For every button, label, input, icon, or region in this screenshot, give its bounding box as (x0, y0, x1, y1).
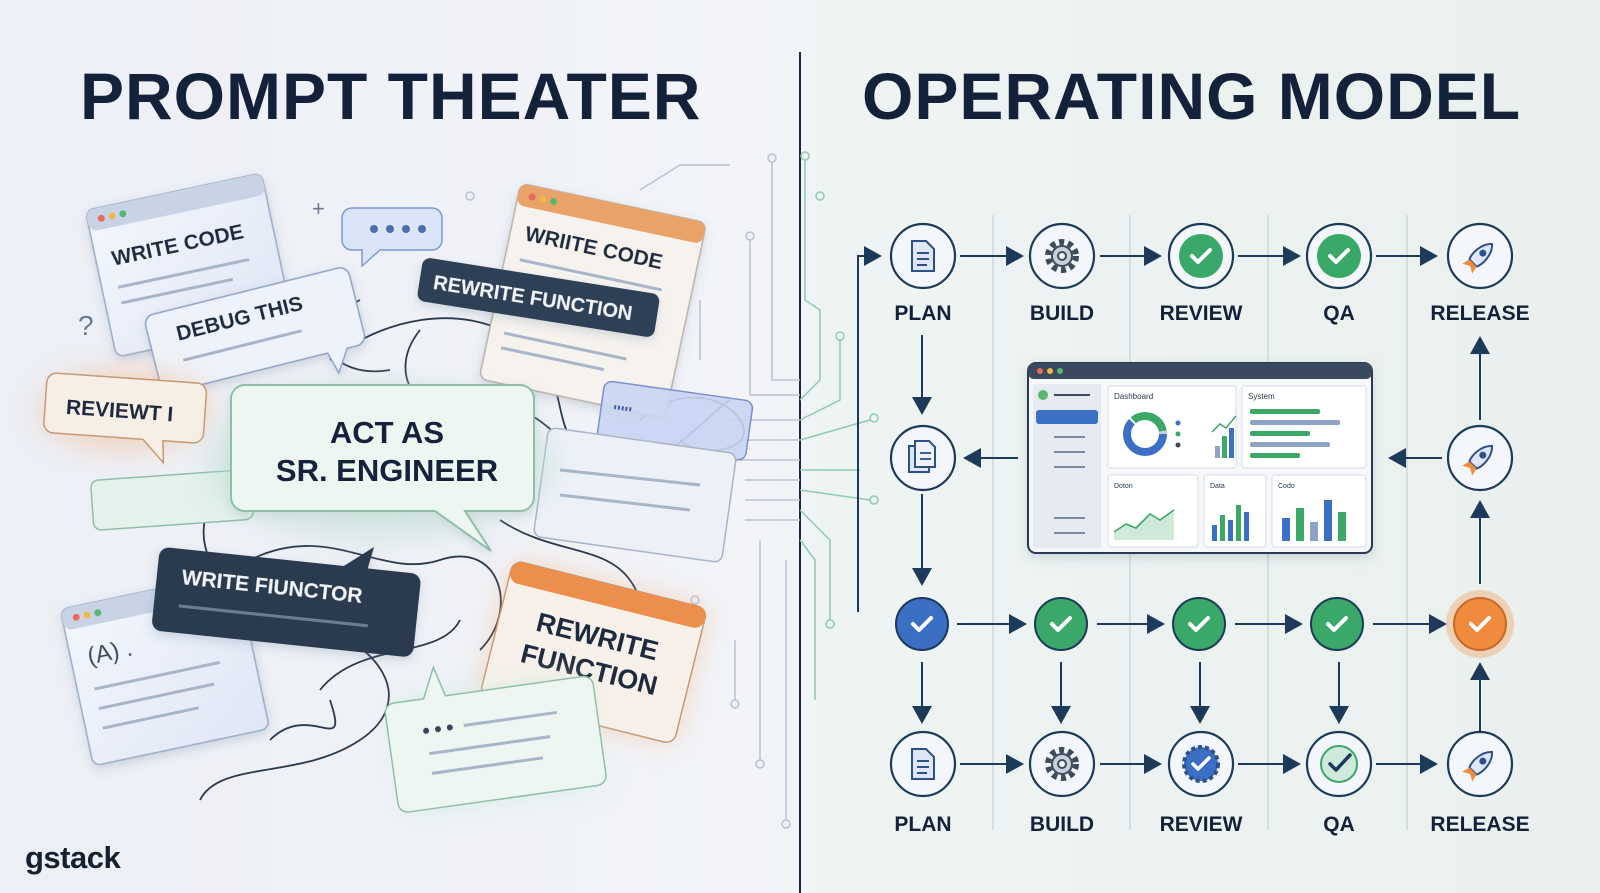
act-as-line1-text: ACT AS (330, 415, 444, 450)
node-rocket-mid (1446, 424, 1514, 492)
prompt-theater-title: PROMPT THEATER (80, 59, 702, 133)
node-qa (1305, 222, 1373, 290)
node-mid-5 (1446, 590, 1514, 658)
bottom-label-release: RELEASE (1430, 813, 1529, 836)
document-icon (911, 240, 935, 272)
prompt-card-green-bg (90, 427, 737, 563)
node-release-bottom (1446, 730, 1514, 798)
top-label-qa: QA (1323, 302, 1355, 325)
node-review (1167, 222, 1235, 290)
node-mid-3 (1172, 597, 1226, 651)
node-qa-bottom (1305, 730, 1373, 798)
panel-doton-title: Doton (1114, 483, 1133, 490)
flow-arrows (912, 246, 1490, 774)
node-review-bottom (1167, 730, 1235, 798)
badge-check-icon (1182, 745, 1220, 783)
operating-model-title: OPERATING MODEL (862, 59, 1522, 133)
top-label-review: REVIEW (1160, 302, 1243, 325)
node-mid-1 (895, 597, 949, 651)
node-plan (889, 222, 957, 290)
bubble-act-as-sr-engineer: ACT AS SR. ENGINEER (210, 384, 550, 552)
top-label-release: RELEASE (1430, 302, 1529, 325)
top-label-build: BUILD (1030, 302, 1094, 325)
check-icon (1050, 616, 1072, 632)
bubble-debug-this: DEBUG THIS (144, 267, 366, 393)
node-build-bottom (1028, 730, 1096, 798)
question-mark: ? (78, 310, 94, 341)
circuit-traces (465, 153, 800, 829)
bubble-review: REVIEWT I (40, 370, 210, 465)
gear-icon (1045, 239, 1079, 273)
feed-connector (857, 246, 882, 612)
bubble-typing-green (384, 664, 607, 813)
node-docs (889, 424, 957, 492)
plus-mark: + (312, 196, 325, 221)
bottom-label-review: REVIEW (1160, 813, 1243, 836)
bottom-label-plan: PLAN (894, 813, 951, 836)
panel-data-title: Data (1210, 483, 1225, 490)
bottom-label-qa: QA (1323, 813, 1355, 836)
node-release (1446, 222, 1514, 290)
document-icon (911, 748, 935, 780)
act-as-line2-text: SR. ENGINEER (276, 453, 498, 488)
gear-icon (1045, 747, 1079, 781)
panel-dashboard-title: Dashboard (1114, 392, 1153, 401)
bubble-write-functor-dark: WRITE FIUNCTOR (152, 547, 421, 657)
rocket-icon (1462, 242, 1494, 274)
check-icon (1326, 616, 1348, 632)
gstack-logo: gstack (25, 840, 121, 875)
node-mid-4 (1310, 597, 1364, 651)
rocket-icon (1462, 750, 1494, 782)
dashboard-window: Dashboard System Doton Data Codo (1027, 362, 1373, 554)
typing-bubble (341, 207, 443, 268)
node-mid-2 (1034, 597, 1088, 651)
right-circuit-traces (799, 151, 879, 700)
documents-icon (908, 440, 936, 473)
center-divider (799, 52, 801, 893)
middle-row-nodes (895, 590, 1514, 658)
rocket-icon (1462, 444, 1494, 476)
check-icon (1188, 616, 1210, 632)
panel-codo-title: Codo (1278, 483, 1295, 490)
top-label-plan: PLAN (894, 302, 951, 325)
panel-system-title: System (1248, 392, 1275, 401)
top-row-nodes (889, 222, 1514, 290)
node-plan-bottom (889, 730, 957, 798)
node-build (1028, 222, 1096, 290)
svg-text:''''': ''''' (611, 403, 632, 422)
check-icon (1328, 248, 1350, 264)
check-icon (1328, 753, 1352, 772)
bottom-row-nodes (889, 730, 1514, 798)
check-icon (1469, 616, 1491, 632)
check-icon (911, 616, 933, 632)
bottom-label-build: BUILD (1030, 813, 1094, 836)
check-icon (1190, 248, 1212, 264)
